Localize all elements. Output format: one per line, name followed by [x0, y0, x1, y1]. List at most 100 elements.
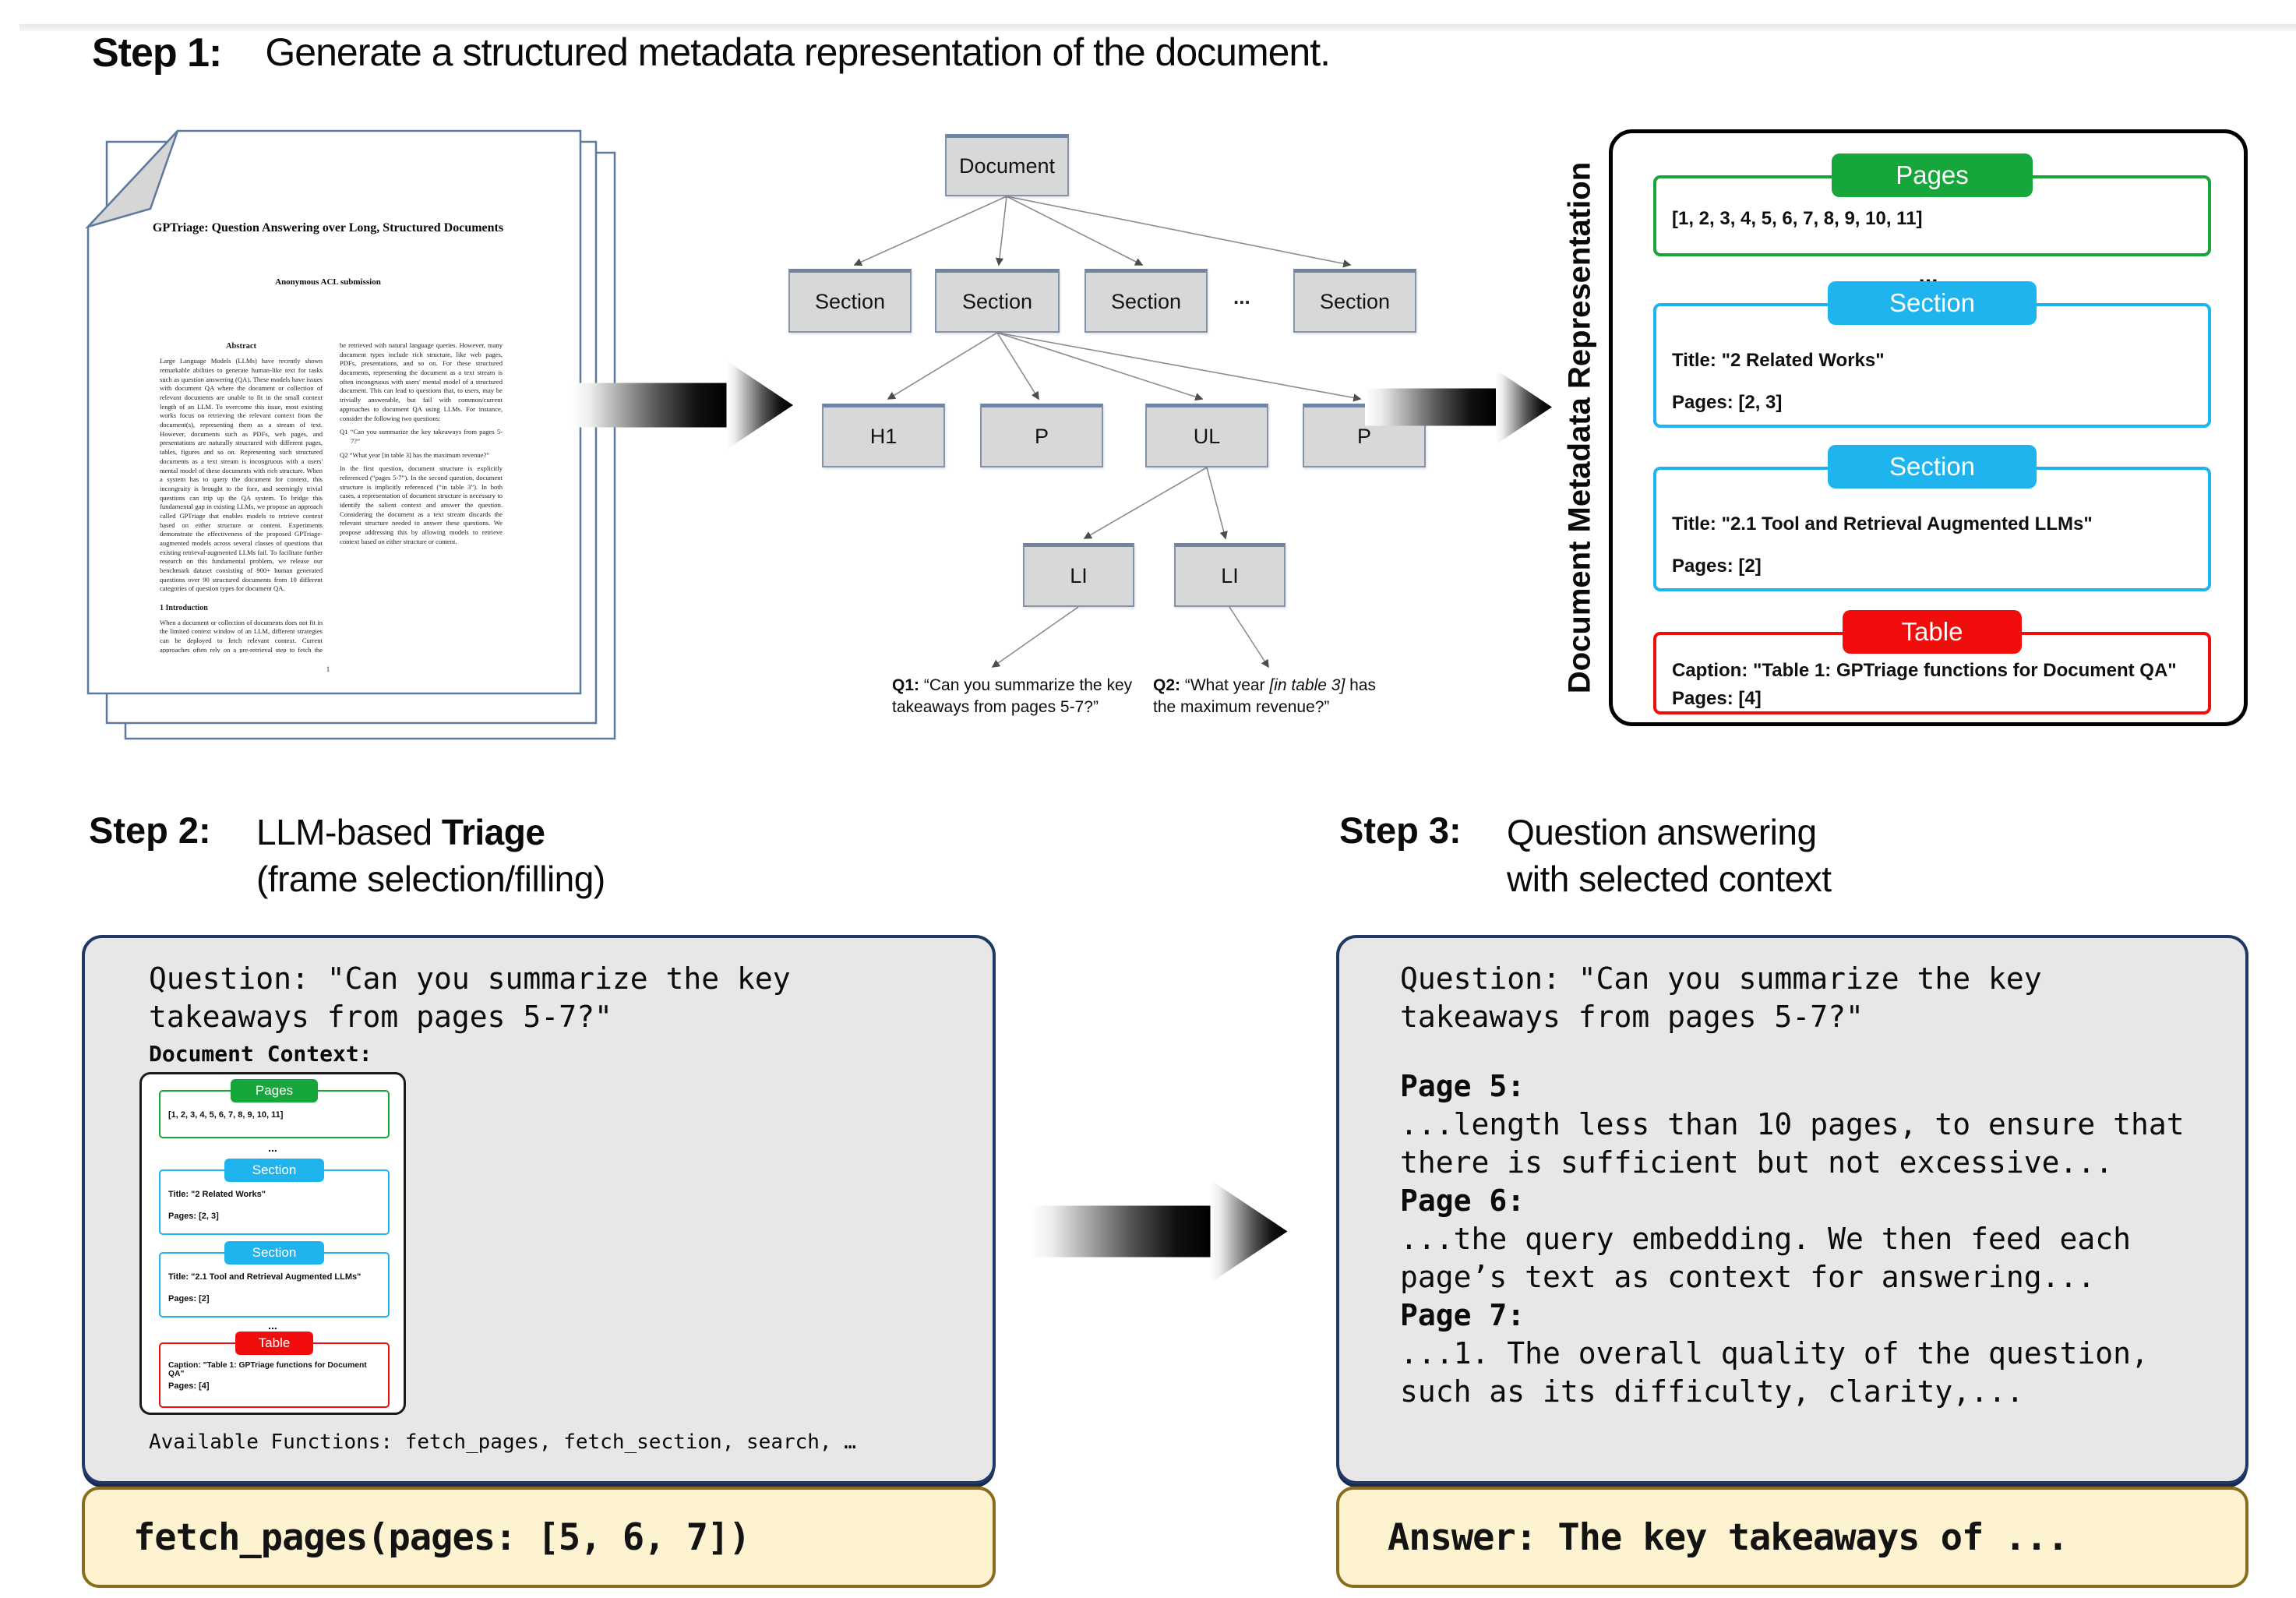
step3-label: Step 3: — [1339, 810, 1462, 851]
document-pages-graphic — [84, 129, 616, 740]
arrow-doc-to-tree — [571, 361, 793, 450]
mini-section2-badge: Section — [224, 1241, 324, 1265]
mini-section1-badge: Section — [224, 1159, 324, 1182]
q1-label: Q1: — [892, 676, 920, 694]
answer-callout: Answer: The key takeaways of ... — [1336, 1487, 2248, 1588]
page5-line2: there is sufficient but not excessive... — [1400, 1145, 2114, 1180]
q2-italic-part: [in table 3] — [1269, 676, 1346, 694]
step1-label: Step 1: — [92, 30, 222, 76]
paper-q1: Q1 “Can you summarize the key takeaways … — [340, 428, 503, 445]
step2-panel: Question: "Can you summarize the key tak… — [82, 935, 996, 1484]
page6-line2: page’s text as context for answering... — [1400, 1260, 2096, 1294]
tree-q1-annotation: Q1: “Can you summarize the key takeaways… — [892, 675, 1149, 718]
tree-node-p2: P — [1303, 404, 1426, 467]
mini-pages-badge: Pages — [231, 1079, 318, 1102]
fetch-pages-call: fetch_pages(pages: [5, 6, 7]) — [133, 1515, 751, 1559]
step3-body: Question: "Can you summarize the key tak… — [1400, 960, 2185, 1411]
paper-body-columns: Abstract Large Language Models (LLMs) ha… — [160, 341, 503, 653]
metadata-rotated-label: Document Metadata Representation — [1562, 161, 1597, 694]
paper-q2: Q2 “What year [in table 3] has the maxim… — [340, 450, 490, 459]
arrow-triage-to-answer — [1030, 1180, 1288, 1283]
tree-node-li-2: LI — [1174, 543, 1286, 607]
tree-node-h1: H1 — [822, 404, 945, 467]
step2-title: LLM-based Triage (frame selection/fillin… — [256, 812, 605, 899]
mini-table-badge: Table — [235, 1332, 313, 1355]
step1-heading: Step 1: Generate a structured metadata r… — [92, 30, 1331, 76]
step2-question: Question: "Can you summarize the key tak… — [149, 961, 791, 1034]
paper-author: Anonymous ACL submission — [275, 277, 381, 287]
step2-title-bold: Triage — [441, 812, 545, 852]
tree-node-section-4: Section — [1293, 269, 1416, 333]
step3-title: Question answering with selected context — [1507, 809, 1832, 902]
tree-node-section-1: Section — [788, 269, 912, 333]
mini-table-caption: Caption: "Table 1: GPTriage functions fo… — [168, 1361, 367, 1378]
paper-column-right: be retrieved with natural language queri… — [340, 341, 503, 653]
mini-pages-value: [1, 2, 3, 4, 5, 6, 7, 8, 9, 10, 11] — [168, 1110, 284, 1120]
tree-node-p1: P — [980, 404, 1103, 467]
step3-question-line1: Question: "Can you summarize the key — [1400, 961, 2042, 996]
section1-badge: Section — [1828, 281, 2037, 325]
q2-label: Q2: — [1153, 676, 1181, 694]
step3-heading: Step 3: Question answering with selected… — [1339, 809, 1832, 902]
section1-pages: Pages: [2, 3] — [1672, 392, 1783, 413]
tree-node-ul: UL — [1145, 404, 1268, 467]
section2-title: Title: "2.1 Tool and Retrieval Augmented… — [1672, 513, 2093, 534]
table-caption: Caption: "Table 1: GPTriage functions fo… — [1672, 660, 2177, 681]
mini-section2-pages: Pages: [2] — [168, 1294, 210, 1303]
q1-text: “Can you summarize the key takeaways fro… — [892, 676, 1133, 716]
abstract-heading: Abstract — [225, 342, 257, 351]
introduction-text: When a document or collection of documen… — [160, 618, 323, 653]
page-fold-corner — [84, 130, 179, 229]
tree-node-section-3: Section — [1085, 269, 1208, 333]
step3-panel: Question: "Can you summarize the key tak… — [1336, 935, 2248, 1484]
page5-line1: ...length less than 10 pages, to ensure … — [1400, 1107, 2185, 1141]
paper-col2-text: be retrieved with natural language queri… — [340, 341, 503, 422]
page7-line1: ...1. The overall quality of the questio… — [1400, 1336, 2149, 1370]
step2-heading: Step 2: LLM-based Triage (frame selectio… — [89, 809, 605, 902]
mini-ellipsis-2: ... — [268, 1319, 277, 1332]
step1-title: Generate a structured metadata represent… — [265, 30, 1331, 74]
section2-pages: Pages: [2] — [1672, 556, 1762, 577]
top-divider — [19, 24, 2296, 31]
pages-value: [1, 2, 3, 4, 5, 6, 7, 8, 9, 10, 11] — [1672, 208, 1923, 229]
paper-title: GPTriage: Question Answering over Long, … — [152, 221, 504, 235]
paper-page-number: 1 — [326, 665, 330, 673]
step2-label: Step 2: — [89, 810, 211, 851]
fetch-pages-callout: fetch_pages(pages: [5, 6, 7]) — [82, 1487, 996, 1588]
tree-node-li-1: LI — [1023, 543, 1134, 607]
metadata-panel: Pages [1, 2, 3, 4, 5, 6, 7, 8, 9, 10, 11… — [1609, 129, 2248, 726]
paper-col2-text2: In the first question, document structur… — [340, 464, 503, 545]
mini-section1-pages: Pages: [2, 3] — [168, 1212, 219, 1221]
section2-badge: Section — [1828, 445, 2037, 489]
table-badge: Table — [1843, 610, 2022, 654]
tree-node-section-2: Section — [935, 269, 1060, 333]
paper-column-left: Abstract Large Language Models (LLMs) ha… — [160, 341, 323, 653]
document-stack: GPTriage: Question Answering over Long, … — [82, 125, 627, 748]
tree-q2-annotation: Q2: “What year [in table 3] has the maxi… — [1153, 676, 1376, 716]
mini-metadata-panel: Pages [1, 2, 3, 4, 5, 6, 7, 8, 9, 10, 11… — [139, 1072, 406, 1415]
page7-line2: such as its difficulty, clarity,... — [1400, 1374, 2024, 1409]
abstract-text: Large Language Models (LLMs) have recent… — [160, 357, 323, 593]
pages-badge: Pages — [1832, 153, 2033, 197]
arrow-tree-to-metadata — [1365, 369, 1552, 445]
available-functions: Available Functions: fetch_pages, fetch_… — [149, 1430, 856, 1454]
page7-label: Page 7: — [1400, 1298, 1525, 1332]
step3-title-line2: with selected context — [1507, 859, 1832, 899]
mini-ellipsis-1: ... — [268, 1141, 277, 1154]
page6-line1: ...the query embedding. We then feed eac… — [1400, 1222, 2131, 1256]
section1-title: Title: "2 Related Works" — [1672, 350, 1885, 371]
answer-text: Answer: The key takeaways of ... — [1388, 1515, 2069, 1559]
step3-question-line2: takeaways from pages 5-7?" — [1400, 1000, 1864, 1034]
page6-label: Page 6: — [1400, 1184, 1525, 1218]
mini-section1-title: Title: "2 Related Works" — [168, 1190, 266, 1199]
tree-node-document: Document — [945, 134, 1069, 196]
step2-title-line2: (frame selection/filling) — [256, 859, 605, 899]
tree-sections-ellipsis: ... — [1233, 285, 1250, 309]
step3-title-line1: Question answering — [1507, 812, 1817, 852]
table-pages: Pages: [4] — [1672, 688, 1762, 709]
page5-label: Page 5: — [1400, 1069, 1525, 1103]
mini-table-pages: Pages: [4] — [168, 1381, 210, 1391]
document-context-label: Document Context: — [149, 1041, 372, 1067]
